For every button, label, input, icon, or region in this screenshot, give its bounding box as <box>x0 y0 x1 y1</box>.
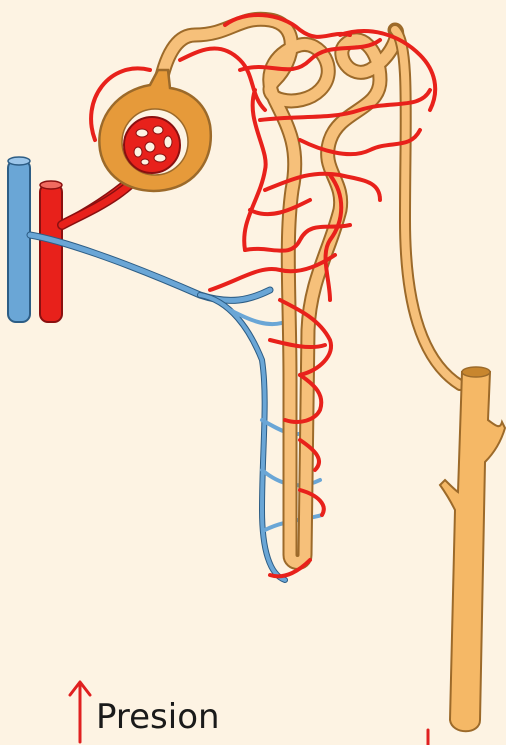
venous-network <box>30 235 322 580</box>
collecting-duct <box>440 367 505 731</box>
renal-artery <box>40 181 62 322</box>
arrow-up-icon <box>70 682 90 742</box>
pressure-label: Presion <box>96 700 220 734</box>
renal-vein <box>8 157 30 322</box>
glomerulus <box>124 117 180 173</box>
